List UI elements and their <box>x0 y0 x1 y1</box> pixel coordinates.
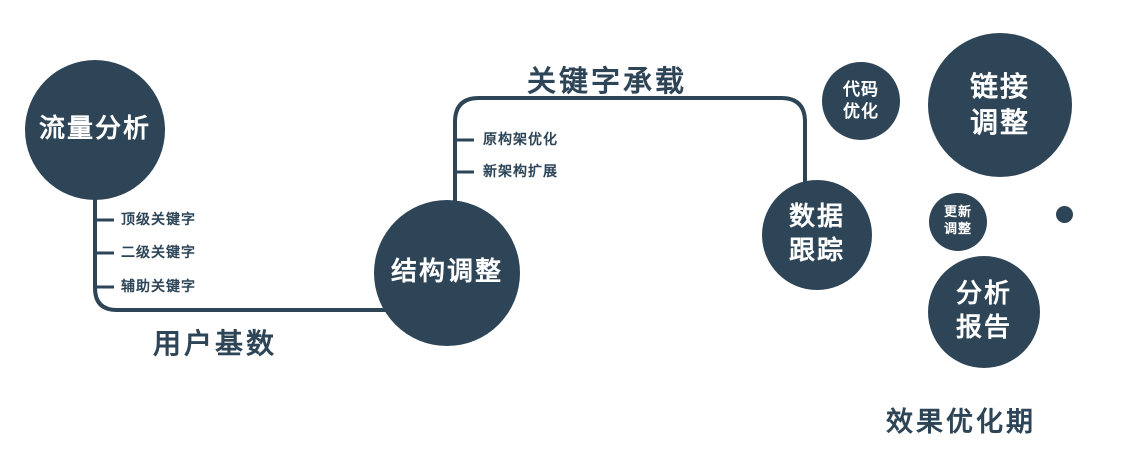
node-update-adjustment: 更新 调整 <box>929 193 987 251</box>
node-structure-adjust-label: 结构调整 <box>390 257 503 288</box>
branch-label-auxiliary-keywords: 辅助关键字 <box>121 279 196 295</box>
node-traffic-analysis: 流量分析 <box>25 60 165 200</box>
node-analysis-report-label: 分析 报告 <box>955 279 1012 343</box>
node-analysis-report: 分析 报告 <box>928 256 1040 368</box>
branch-label-original-architecture: 原构架优化 <box>483 132 558 148</box>
branch-label-secondary-keywords: 二级关键字 <box>121 245 196 261</box>
node-code-optimization-label: 代码 优化 <box>843 79 879 122</box>
node-link-adjustment-label: 链接 调整 <box>969 69 1030 139</box>
node-update-adjustment-label: 更新 调整 <box>943 205 972 237</box>
node-data-tracking: 数据 跟踪 <box>762 180 872 290</box>
bullet-dot <box>1056 206 1073 223</box>
node-link-adjustment: 链接 调整 <box>928 33 1072 177</box>
node-code-optimization: 代码 优化 <box>822 62 900 140</box>
node-traffic-analysis-label: 流量分析 <box>38 114 151 145</box>
node-data-tracking-label: 数据 跟踪 <box>788 202 845 266</box>
edge-label-keyword-carrying: 关键字承载 <box>527 64 688 98</box>
footer-label-effect-optimization: 效果优化期 <box>886 407 1036 438</box>
branch-label-new-architecture: 新架构扩展 <box>483 164 558 180</box>
edge-label-user-base: 用户基数 <box>153 327 278 360</box>
node-structure-adjust: 结构调整 <box>374 200 520 346</box>
branch-label-top-keywords: 顶级关键字 <box>121 212 196 228</box>
edge-structure-to-datatracking <box>453 96 807 210</box>
